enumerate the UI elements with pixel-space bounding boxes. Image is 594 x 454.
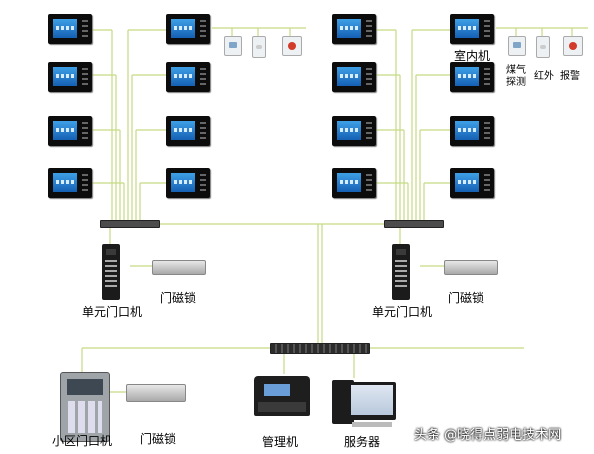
indoor-monitor <box>450 168 494 198</box>
indoor-monitor <box>48 62 92 92</box>
community-door-station-label: 小区门口机 <box>52 434 113 448</box>
indoor-monitor <box>332 116 376 146</box>
magnetic-lock-label: 门磁锁 <box>448 291 485 305</box>
indoor-monitor <box>166 14 210 44</box>
indoor-monitor <box>48 168 92 198</box>
magnetic-lock-label: 门磁锁 <box>160 291 197 305</box>
indoor-monitor <box>450 116 494 146</box>
management-unit-icon <box>254 376 310 416</box>
community-door-station-icon <box>60 372 110 442</box>
keyboard-icon <box>352 422 392 427</box>
indoor-monitor <box>48 14 92 44</box>
indoor-monitor <box>450 14 494 44</box>
gas-detector-icon <box>224 36 242 56</box>
network-switch <box>384 220 444 228</box>
magnetic-lock-label: 门磁锁 <box>140 432 177 446</box>
indoor-monitor <box>166 168 210 198</box>
gas-detector-label-line2: 探测 <box>506 77 526 88</box>
indoor-monitor <box>332 14 376 44</box>
indoor-monitor <box>450 62 494 92</box>
server-monitor-icon <box>348 382 396 420</box>
alarm-button-icon <box>282 36 302 56</box>
gas-detector-label-line1: 煤气 <box>506 65 526 76</box>
indoor-monitor <box>166 62 210 92</box>
unit-door-station-icon <box>102 244 120 300</box>
indoor-monitor <box>332 168 376 198</box>
magnetic-lock-icon <box>152 260 206 275</box>
watermark: 头条 @晓得点弱电技术网 <box>414 428 562 443</box>
server-label: 服务器 <box>344 435 381 449</box>
unit-door-station-icon <box>392 244 410 300</box>
unit-door-station-label: 单元门口机 <box>372 305 433 319</box>
unit-door-station-label: 单元门口机 <box>82 305 143 319</box>
indoor-monitor <box>332 62 376 92</box>
indoor-monitor <box>48 116 92 146</box>
indoor-unit-label: 室内机 <box>454 49 491 63</box>
alarm-label: 报警 <box>560 71 580 82</box>
management-unit-label: 管理机 <box>262 435 299 449</box>
magnetic-lock-icon <box>444 260 498 275</box>
magnetic-lock-icon <box>126 384 186 402</box>
infrared-label: 红外 <box>534 71 554 82</box>
network-switch <box>100 220 160 228</box>
alarm-button-icon <box>563 36 583 56</box>
infrared-sensor-icon <box>536 36 550 58</box>
gas-detector-icon <box>508 36 526 56</box>
infrared-sensor-icon <box>252 36 266 58</box>
core-switch <box>270 343 370 354</box>
indoor-monitor <box>166 116 210 146</box>
